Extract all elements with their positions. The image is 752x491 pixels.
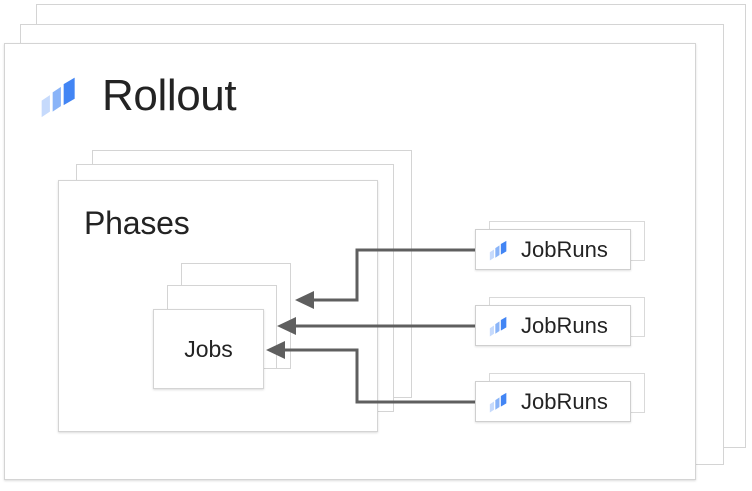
jobruns-group-1[interactable]: JobRuns (475, 221, 647, 279)
rollout-title-row: Rollout (38, 66, 237, 126)
jobruns-label: JobRuns (521, 236, 608, 262)
rollout-logo-icon (488, 391, 510, 413)
jobruns-group-2[interactable]: JobRuns (475, 297, 647, 355)
jobruns-label: JobRuns (521, 312, 608, 338)
jobs-card-front (153, 309, 264, 389)
rollout-logo-icon (488, 315, 510, 337)
jobruns-group-3[interactable]: JobRuns (475, 373, 647, 431)
page-title: Rollout (102, 71, 237, 120)
jobruns-card-front-3[interactable]: JobRuns (475, 381, 631, 422)
rollout-logo-icon (38, 74, 82, 118)
jobruns-card-front-1[interactable]: JobRuns (475, 229, 631, 270)
jobruns-label: JobRuns (521, 388, 608, 414)
jobruns-card-front-2[interactable]: JobRuns (475, 305, 631, 346)
phases-title: Phases (84, 205, 190, 241)
rollout-logo-icon (488, 239, 510, 261)
